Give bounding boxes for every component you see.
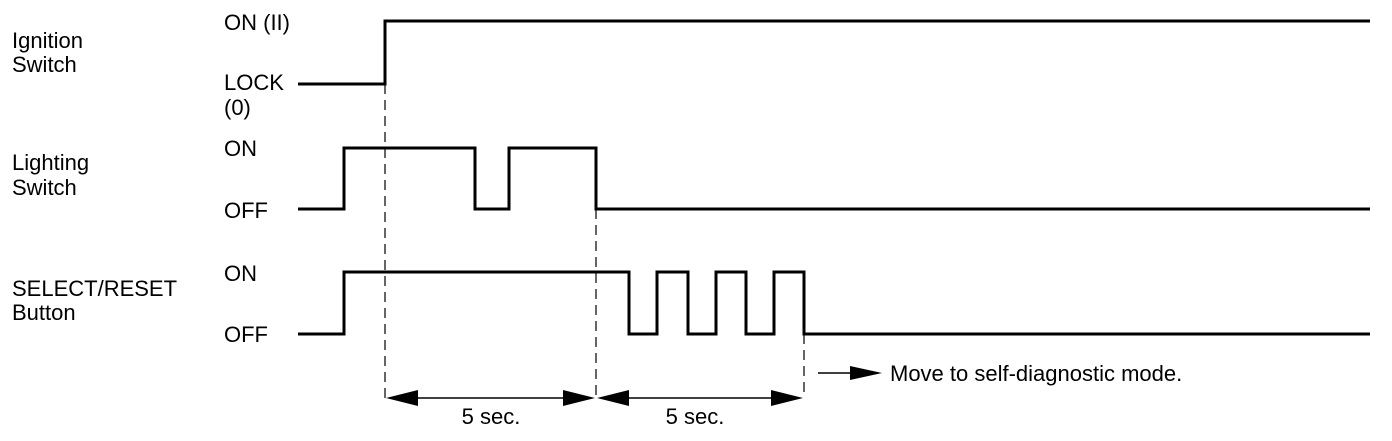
- ignition-switch-waveform: [298, 19, 1370, 86]
- interval-1-left-arrowhead: [386, 390, 418, 406]
- ignition-switch-name-line2: Switch: [12, 52, 77, 77]
- interval-2-right-arrowhead: [771, 390, 803, 406]
- interval-1-right-arrowhead: [563, 390, 595, 406]
- lighting-switch-name-line1: Lighting: [12, 150, 89, 175]
- interval-2-left-arrowhead: [597, 390, 629, 406]
- interval-1-label: 5 sec.: [462, 404, 521, 429]
- select-reset-low-label: OFF: [224, 322, 268, 347]
- lighting-switch-waveform: [298, 146, 1370, 211]
- select-reset-button-name-line1: SELECT/RESET: [12, 276, 177, 301]
- ignition-low-label-line2: (0): [224, 95, 251, 120]
- select-reset-high-label: ON: [224, 261, 257, 286]
- ignition-high-label: ON (II): [224, 10, 290, 35]
- result-arrow-head: [850, 366, 882, 380]
- interval-2-label: 5 sec.: [666, 404, 725, 429]
- ignition-switch-name-line1: Ignition: [12, 28, 83, 53]
- lighting-switch-name-line2: Switch: [12, 175, 77, 200]
- lighting-low-label: OFF: [224, 198, 268, 223]
- lighting-high-label: ON: [224, 136, 257, 161]
- result-note: Move to self-diagnostic mode.: [890, 361, 1182, 386]
- ignition-low-label-line1: LOCK: [224, 70, 284, 95]
- select-reset-button-name-line2: Button: [12, 300, 76, 325]
- select-reset-button-waveform: [298, 270, 1370, 336]
